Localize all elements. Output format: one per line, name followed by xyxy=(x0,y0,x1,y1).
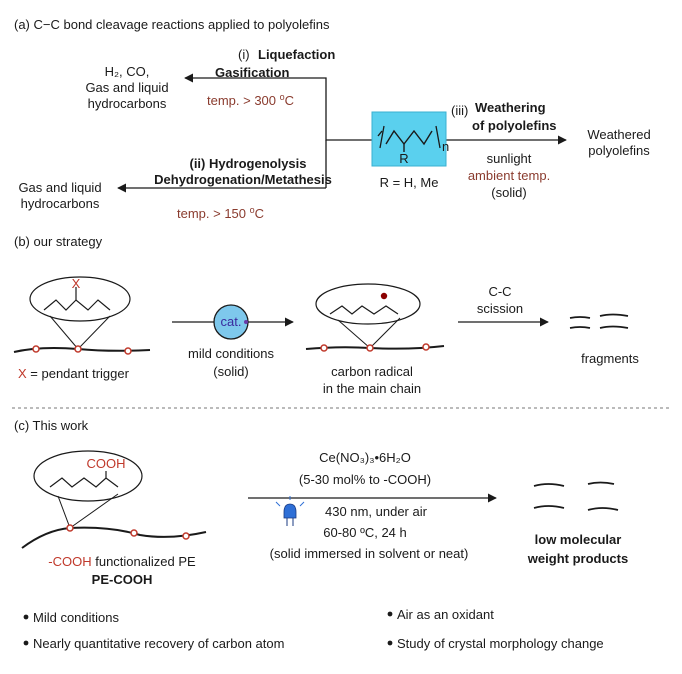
fragments-icon xyxy=(569,313,629,329)
pe-zoom-bubble xyxy=(33,450,143,502)
led-light-icon xyxy=(275,496,305,526)
svg-text:X = pendant trigger: X = pendant trigger xyxy=(18,366,130,381)
pe-cooh-name: PE-COOH xyxy=(92,572,153,587)
route-i-name-2: Gasification xyxy=(215,65,289,80)
highlight-item: Mild conditions xyxy=(33,610,119,625)
svg-text:temp. > 300 oC: temp. > 300 oC xyxy=(207,92,294,108)
product-label-2: weight products xyxy=(527,551,628,566)
light-conditions: 430 nm, under air xyxy=(325,504,428,519)
radical-polymer xyxy=(305,283,445,352)
route-ii-product-2: hydrocarbons xyxy=(21,196,100,211)
highlight-item: Air as an oxidant xyxy=(397,607,494,622)
route-iii-cond-2: ambient temp. xyxy=(468,168,550,183)
highlights-list: Mild conditions Nearly quantitative reco… xyxy=(23,607,604,651)
radical-dot xyxy=(380,292,388,300)
degree-sign: o xyxy=(250,205,255,215)
fragments-label: fragments xyxy=(581,351,639,366)
catalyst-loading: (5-30 mol% to -COOH) xyxy=(299,472,431,487)
reagent: Ce(NO₃)₃•6H₂O xyxy=(319,450,411,465)
route-i-product-3: hydrocarbons xyxy=(88,96,167,111)
trigger-x: X xyxy=(72,276,81,291)
product-label-1: low molecular xyxy=(535,532,622,547)
radical-label-2: in the main chain xyxy=(323,381,421,396)
functionalized-pe-label: functionalized PE xyxy=(92,554,196,569)
trigger-polymer: X xyxy=(13,276,151,355)
route-ii-name-2: Dehydrogenation/Metathesis xyxy=(154,172,332,187)
polyolefin-structure: R n xyxy=(371,111,449,167)
polymer-backbone xyxy=(377,129,433,146)
route-ii-unit: C xyxy=(255,206,264,221)
route-i-index: (i) xyxy=(238,47,250,62)
route-i-condition: temp. > 300 xyxy=(207,93,280,108)
scission-label-2: scission xyxy=(477,301,523,316)
route-i-product-1: H₂, CO, xyxy=(105,64,150,79)
temperature-time: 60-80 ºC, 24 h xyxy=(323,525,407,540)
catalyst-label: cat. xyxy=(221,314,242,329)
section-b-heading: (b) our strategy xyxy=(14,234,103,249)
radical-label-1: carbon radical xyxy=(331,364,413,379)
route-iii-product-2: polyolefins xyxy=(588,143,650,158)
cooh-group: COOH xyxy=(87,456,126,471)
degree-sign: o xyxy=(280,92,285,102)
scission-label-1: C-C xyxy=(488,284,511,299)
repeat-unit-brackets xyxy=(379,125,441,149)
polymer-substituent: R xyxy=(399,151,408,166)
pe-cooh-structure: COOH xyxy=(21,450,207,549)
zoom-bubble xyxy=(29,276,131,322)
polymer-repeat-n: n xyxy=(442,139,449,154)
section-c-heading: (c) This work xyxy=(14,418,89,433)
route-i-name-1: Liquefaction xyxy=(258,47,335,62)
reaction-medium: (solid immersed in solvent or neat) xyxy=(270,546,469,561)
polymer-highlight-box xyxy=(371,111,447,167)
svg-text:temp. > 150 oC: temp. > 150 oC xyxy=(177,205,264,221)
section-a-heading: (a) C−C bond cleavage reactions applied … xyxy=(14,17,330,32)
radical-zoom-bubble xyxy=(315,283,421,325)
route-iii-cond-3: (solid) xyxy=(491,185,526,200)
highlight-item: Study of crystal morphology change xyxy=(397,636,604,651)
route-ii-product-1: Gas and liquid xyxy=(18,180,101,195)
route-i-arrow xyxy=(184,73,372,141)
route-iii-name-2: of polyolefins xyxy=(472,118,557,133)
route-i-unit: C xyxy=(285,93,294,108)
product-fragments-icon xyxy=(533,481,619,511)
route-iii-index: (iii) xyxy=(451,103,468,118)
route-branch-lines xyxy=(117,73,567,193)
mild-conditions: mild conditions xyxy=(188,346,274,361)
route-ii-condition: temp. > 150 xyxy=(177,206,250,221)
cooh-label: -COOH xyxy=(48,554,91,569)
route-i-product-2: Gas and liquid xyxy=(85,80,168,95)
route-iii-cond-1: sunlight xyxy=(487,151,532,166)
route-iii-product-1: Weathered xyxy=(587,127,650,142)
trigger-symbol: X xyxy=(18,366,27,381)
polymer-caption: R = H, Me xyxy=(380,175,439,190)
highlight-item: Nearly quantitative recovery of carbon a… xyxy=(33,636,284,651)
route-ii-name-1: (ii) Hydrogenolysis xyxy=(189,156,306,171)
solid-state: (solid) xyxy=(213,364,248,379)
route-iii-name-1: Weathering xyxy=(475,100,546,115)
svg-text:-COOH functionalized PE: -COOH functionalized PE xyxy=(48,554,196,569)
trigger-label: = pendant trigger xyxy=(27,366,130,381)
